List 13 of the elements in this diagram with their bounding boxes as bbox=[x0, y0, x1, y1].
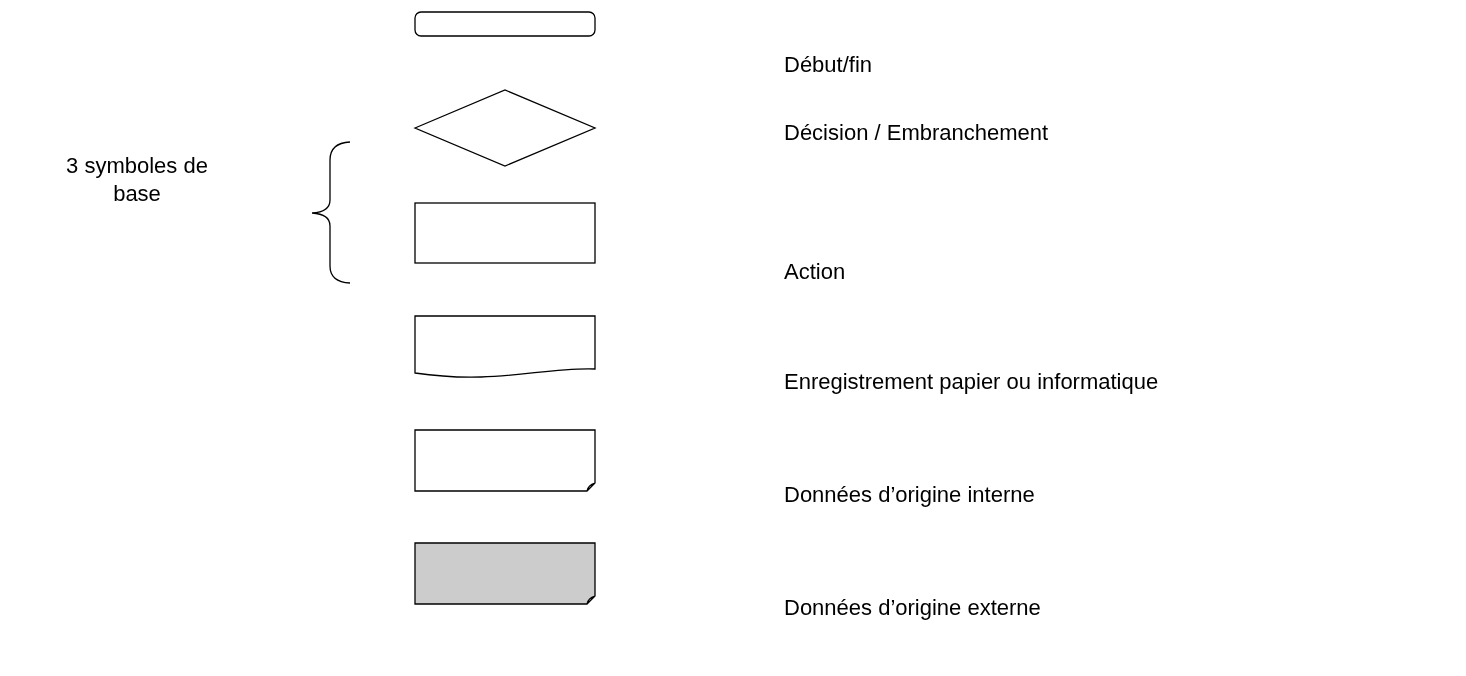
legend-text: Données d’origine interne bbox=[784, 482, 1035, 508]
external-data-symbol bbox=[414, 542, 596, 605]
document-symbol bbox=[414, 315, 596, 378]
legend-text: Données d’origine externe bbox=[784, 595, 1041, 621]
terminal-symbol bbox=[414, 11, 596, 37]
decision-symbol bbox=[413, 89, 597, 167]
legend-text: Décision / Embranchement bbox=[784, 120, 1049, 146]
legend-text: Début/fin bbox=[784, 52, 873, 78]
legend-text: Action bbox=[784, 259, 846, 285]
legend-text: Enregistrement papier ou informatique bbox=[784, 369, 1159, 395]
internal-data-symbol bbox=[414, 429, 596, 492]
process-symbol bbox=[414, 202, 596, 264]
group-label: 3 symboles de base bbox=[65, 152, 209, 208]
